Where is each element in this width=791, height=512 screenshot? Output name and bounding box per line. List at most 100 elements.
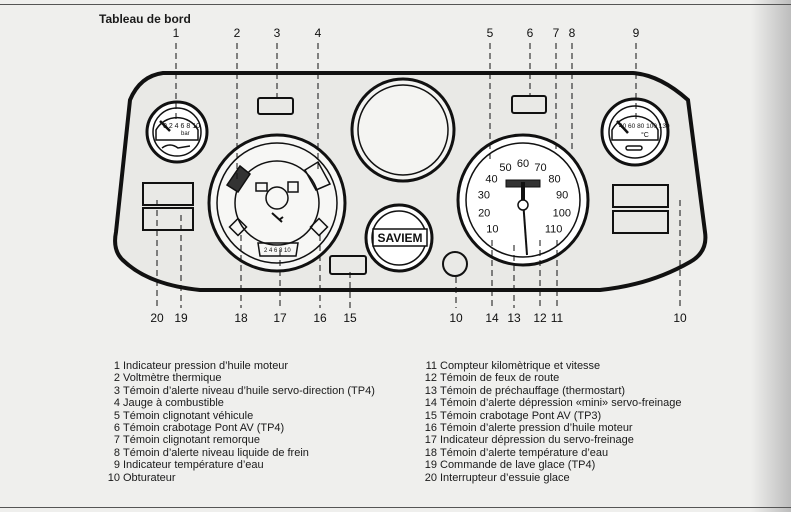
- legend-number: 1: [113, 360, 120, 372]
- fuel-gauge: [303, 160, 332, 191]
- oil-can-icon: [161, 144, 191, 149]
- shutter-switch-2[interactable]: [612, 210, 669, 234]
- oil-gauge-scale: 0 2 4 6 8 10: [163, 123, 200, 130]
- wiper-switch[interactable]: [142, 182, 194, 206]
- legend-number: 12: [424, 372, 437, 385]
- voltmeter-indicator: [225, 164, 252, 194]
- front-axle-lamp-tp4: [511, 95, 547, 114]
- legend-number: 16: [424, 422, 437, 435]
- shutter-switch-1[interactable]: [612, 184, 669, 208]
- speed-tick-label: 110: [545, 224, 563, 236]
- legend-number: 9: [113, 459, 120, 472]
- legend-text: Indicateur dépression du servo-freinage: [440, 434, 634, 447]
- legend-number: 8: [113, 446, 120, 459]
- legend-number: 18: [424, 446, 437, 459]
- thermometer-icon: [625, 145, 643, 151]
- legend-text: Témoin d’alerte température d’eau: [440, 446, 609, 459]
- legend-number: 17: [424, 434, 437, 447]
- speed-tick-label: 70: [534, 162, 546, 174]
- legend-text: Obturateur: [123, 471, 176, 484]
- callout-number: 15: [343, 311, 357, 325]
- callout-number: 8: [569, 26, 576, 40]
- legend-number: 7: [113, 434, 120, 447]
- legend-text: Indicateur pression d’huile moteur: [123, 360, 289, 372]
- legend-number: 3: [113, 384, 120, 397]
- oil-pressure-warning-lamp: [309, 217, 329, 237]
- warning-lamp-icon: [255, 182, 268, 192]
- vacuum-gauge-scale: 2 4 6 8 10: [264, 248, 291, 254]
- callout-number: 7: [553, 26, 560, 40]
- shutter-blank-dial: [350, 77, 456, 183]
- front-axle-lamp-tp3: [329, 255, 367, 275]
- washer-switch[interactable]: [142, 207, 194, 231]
- top-rule: [0, 4, 791, 5]
- callout-number: 1: [173, 26, 180, 40]
- callout-number: 19: [174, 311, 188, 325]
- legend-text: Témoin clignotant véhicule: [123, 409, 254, 422]
- callout-number: 10: [673, 311, 687, 325]
- saviem-badge: SAVIEM: [364, 203, 434, 273]
- callout-number: 16: [313, 311, 327, 325]
- legend-number: 14: [424, 397, 437, 410]
- legend-text: Voltmètre thermique: [123, 372, 222, 385]
- legend-number: 2: [113, 372, 120, 385]
- legend-number: 6: [113, 422, 120, 435]
- callout-number: 9: [633, 26, 640, 40]
- legend-text: Témoin d’alerte dépression «mini» servo-…: [440, 397, 682, 410]
- legend-text: Témoin d’alerte niveau d’huile servo-dir…: [123, 384, 375, 397]
- combination-gauge: 2 4 6 8 10: [207, 133, 347, 273]
- legend-number: 20: [424, 471, 437, 484]
- speed-tick-label: 80: [548, 173, 560, 185]
- legend-number: 11: [425, 360, 437, 372]
- legend-text: Témoin clignotant remorque: [123, 434, 260, 447]
- legend-text: Compteur kilomètrique et vitesse: [440, 360, 601, 372]
- legend-text: Interrupteur d’essuie glace: [440, 471, 570, 484]
- callout-number: 11: [551, 311, 564, 325]
- callout-number: 20: [150, 311, 164, 325]
- legend-text: Jauge à combustible: [123, 397, 224, 410]
- legend-text: Témoin crabotage Pont AV (TP4): [123, 422, 285, 435]
- vacuum-gauge: [257, 242, 299, 257]
- speed-tick-label: 10: [486, 224, 498, 236]
- callout-number: 6: [527, 26, 534, 40]
- callout-number: 13: [507, 311, 521, 325]
- callout-number: 17: [273, 311, 287, 325]
- servo-oil-warning-lamp: [257, 97, 294, 115]
- legend-text: Témoin d’alerte pression d’huile moteur: [440, 422, 633, 435]
- callout-number: 4: [315, 26, 322, 40]
- speed-tick-label: 40: [485, 173, 497, 185]
- callout-number: 18: [234, 311, 248, 325]
- callout-number: 10: [449, 311, 463, 325]
- legend-text: Commande de lave glace (TP4): [440, 459, 596, 472]
- speed-tick-label: 100: [553, 208, 571, 220]
- water-temp-warning-lamp: [228, 217, 248, 237]
- speed-tick-label: 90: [556, 190, 568, 202]
- callout-number: 2: [234, 26, 241, 40]
- oil-warning-icon: [271, 212, 284, 223]
- legend-number: 19: [424, 459, 437, 472]
- oil-gauge-unit: bar: [181, 131, 190, 137]
- oil-pressure-gauge: 0 2 4 6 8 10 bar: [145, 100, 209, 164]
- page-title: Tableau de bord: [99, 12, 191, 26]
- legend-number: 13: [424, 384, 437, 397]
- shutter-plug: [442, 251, 468, 277]
- legend-text: Indicateur température d’eau: [123, 459, 264, 472]
- page-edge-shadow: [751, 0, 791, 512]
